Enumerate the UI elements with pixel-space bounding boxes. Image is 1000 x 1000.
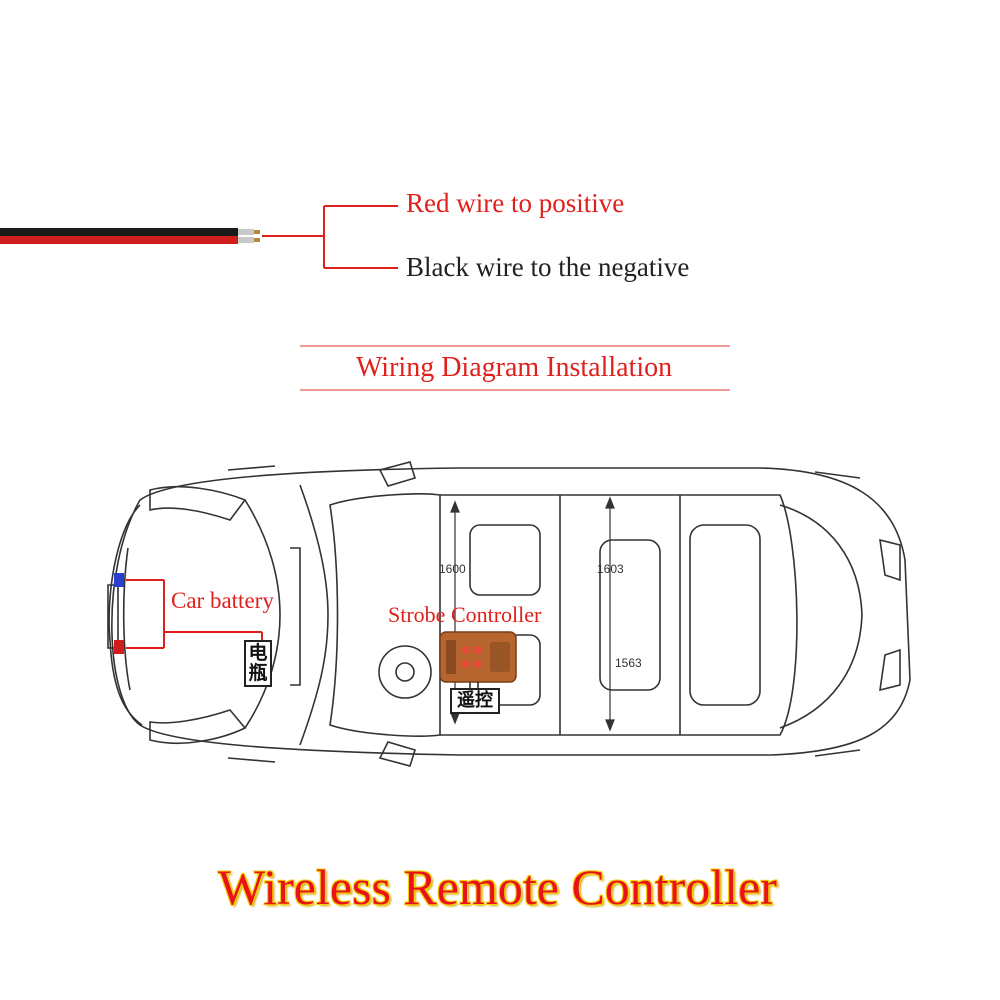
red-wire-label: Red wire to positive bbox=[406, 188, 625, 218]
section-title-rules bbox=[300, 345, 730, 391]
dimension-label: 1563 bbox=[615, 656, 642, 670]
strobe-controller-label: Strobe Controller bbox=[388, 602, 542, 627]
black-wire-label: Black wire to the negative bbox=[406, 252, 690, 282]
footer-title: Wireless Remote Controller bbox=[218, 859, 777, 915]
dimension-label: 1600 bbox=[439, 562, 466, 576]
two-core-wire-icon bbox=[0, 228, 260, 244]
car-top-view bbox=[107, 461, 911, 767]
battery-negative-terminal-icon bbox=[114, 573, 124, 587]
battery-positive-terminal-icon bbox=[114, 640, 124, 654]
remote-cn-label: 遥控 bbox=[450, 688, 500, 714]
wire-label-bracket bbox=[262, 205, 398, 269]
dimension-label: 1603 bbox=[597, 562, 624, 576]
battery-label-bracket bbox=[126, 579, 263, 649]
strobe-controller-icon bbox=[439, 631, 517, 683]
car-battery-label: Car battery bbox=[171, 588, 274, 613]
section-title: Wiring Diagram Installation bbox=[356, 352, 673, 383]
battery-cn-label: 电瓶 bbox=[244, 640, 272, 687]
